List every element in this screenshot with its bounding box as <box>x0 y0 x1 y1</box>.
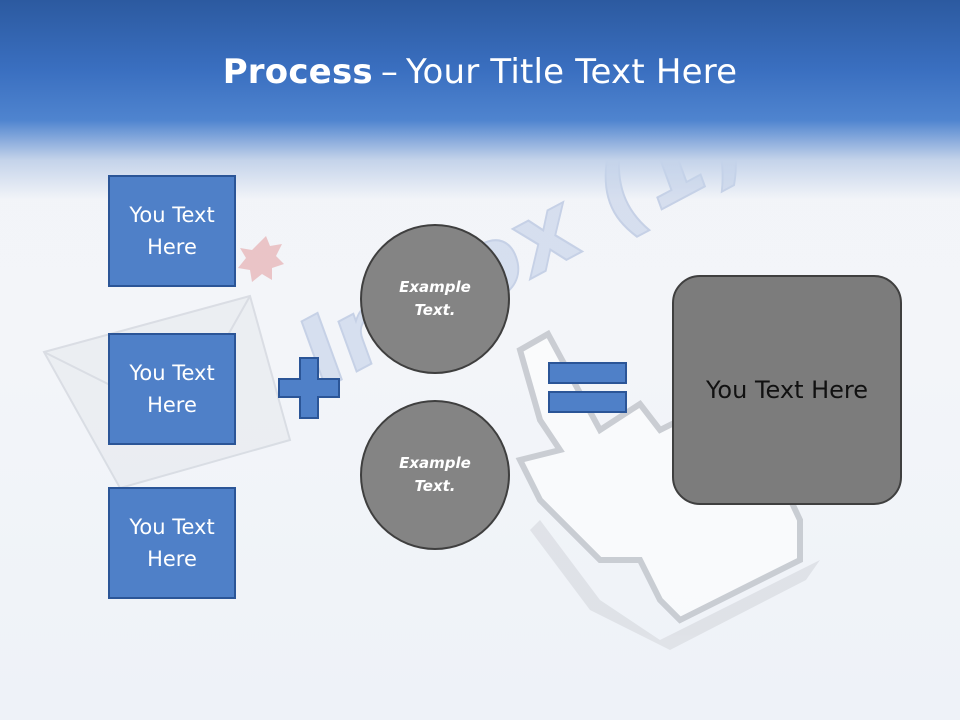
text-box-label: You Text Here <box>129 361 215 417</box>
title-rest: Your Title Text Here <box>406 52 738 92</box>
result-label: You Text Here <box>705 376 869 404</box>
example-circle-1[interactable]: Example Text. <box>360 224 510 374</box>
circle-label: Example Text. <box>399 454 471 495</box>
seal-icon <box>238 236 284 282</box>
text-box-label: You Text Here <box>129 203 215 259</box>
title-separator: – <box>380 52 399 92</box>
example-circle-2[interactable]: Example Text. <box>360 400 510 550</box>
page-title: Process–Your Title Text Here <box>0 52 960 92</box>
text-box-label: You Text Here <box>129 515 215 571</box>
equals-icon <box>548 362 627 413</box>
title-bold-part: Process <box>222 52 373 92</box>
plus-icon <box>278 357 340 419</box>
text-box-1[interactable]: You Text Here <box>108 175 236 287</box>
result-box[interactable]: You Text Here <box>672 275 902 505</box>
header-band <box>0 0 960 200</box>
circle-label: Example Text. <box>399 278 471 319</box>
text-box-2[interactable]: You Text Here <box>108 333 236 445</box>
text-box-3[interactable]: You Text Here <box>108 487 236 599</box>
